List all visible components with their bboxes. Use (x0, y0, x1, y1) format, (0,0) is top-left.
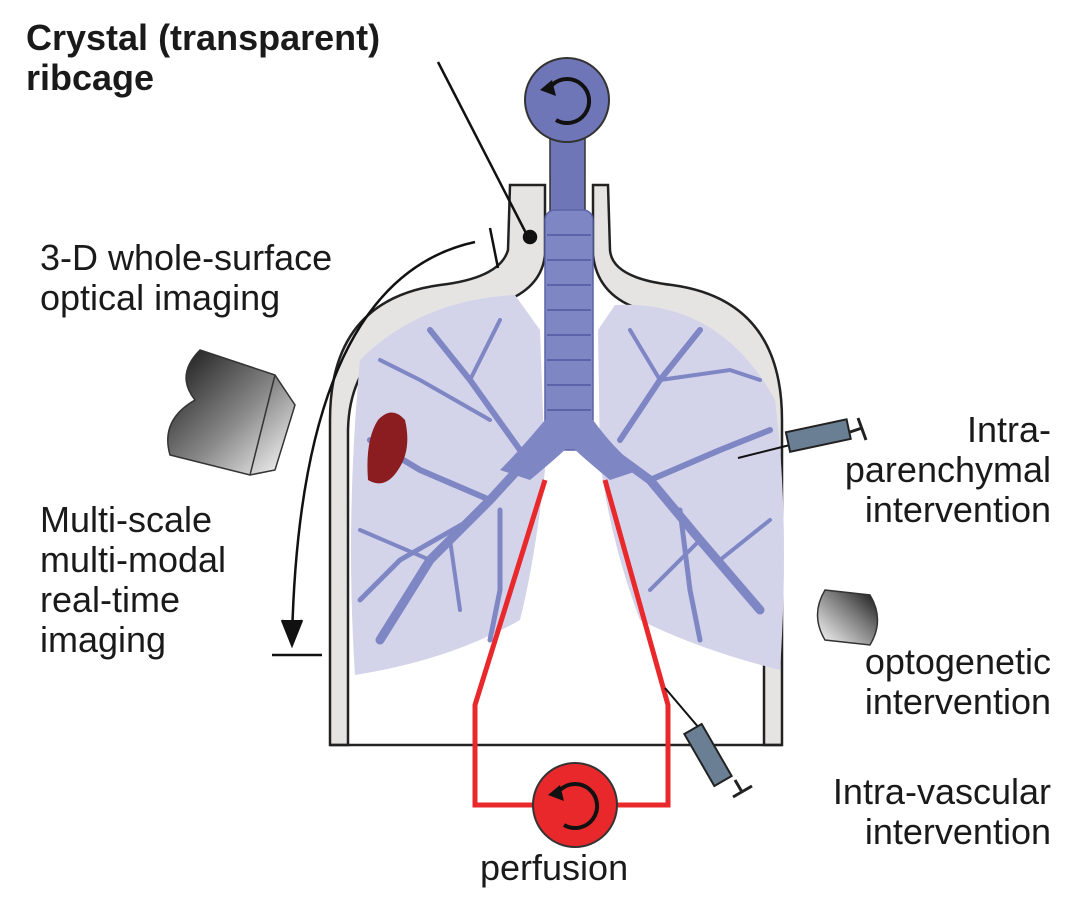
surface-imaging-label: 3-D whole-surface optical imaging (40, 237, 333, 318)
trachea (500, 134, 640, 480)
bronchial-tree (357, 318, 773, 645)
multiscale-imaging-label: Multi-scale multi-modal real-time imagin… (40, 499, 227, 660)
syringe-icon (737, 417, 868, 459)
imaging-arc-arrow (272, 61, 538, 657)
perfusion-pump-icon (532, 762, 618, 848)
ventilator-pump-icon (524, 57, 610, 143)
syringe-icon (664, 687, 753, 799)
parenchymal-label: Intra- parenchymal intervention (844, 409, 1051, 530)
ribcage-label: Crystal (transparent) ribcage (26, 17, 381, 98)
tumor (367, 412, 408, 484)
vascular-label: Intra-vascular intervention (832, 771, 1051, 852)
perfusion-label: perfusion (480, 847, 629, 888)
camera-icon (167, 349, 296, 476)
perfusion-circuit (472, 479, 671, 808)
optogenetic-label: optogenetic intervention (864, 641, 1051, 722)
light-source-icon (816, 589, 879, 646)
